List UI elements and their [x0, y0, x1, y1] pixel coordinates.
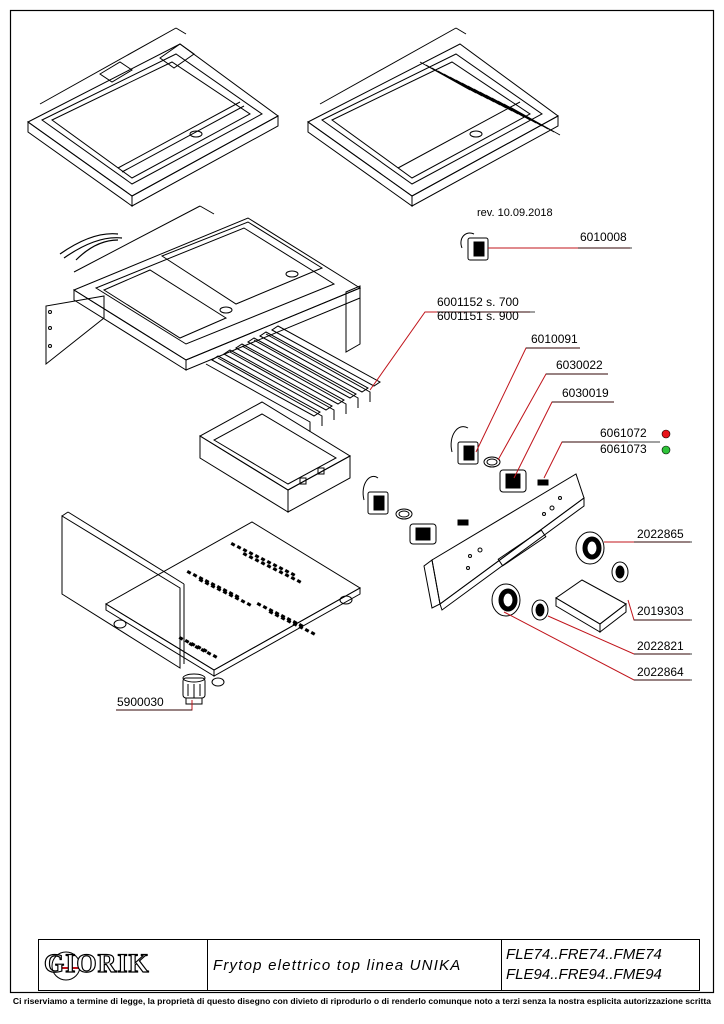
label-2022864: 2022864 [637, 665, 684, 679]
label-2022865: 2022865 [637, 527, 684, 541]
drawing-border [9, 9, 715, 994]
thermostat-duplicate [362, 476, 389, 515]
bezel-2022864 [491, 583, 521, 617]
griddle-plate-smooth [27, 27, 279, 207]
griddle-plate-ribbed [307, 27, 561, 207]
leader-lines [116, 247, 690, 711]
ring-6030022 [395, 456, 501, 520]
label-6061072: 6061072 [600, 426, 647, 440]
base-tray [61, 511, 361, 687]
giorik-logo: GIORIK [43, 948, 150, 978]
switch-6030019 [409, 469, 527, 545]
label-6030022: 6030022 [556, 358, 603, 372]
label-2022821: 2022821 [637, 639, 684, 653]
label-6010008: 6010008 [580, 230, 627, 244]
model-codes-line2: FLE94..FRE94..FME94 [506, 966, 662, 983]
heater-box [199, 401, 351, 513]
label-6061073: 6061073 [600, 442, 647, 456]
control-panel [423, 473, 585, 611]
drawing-title: Frytop elettrico top linea UNIKA [213, 957, 462, 974]
label-6010091: 6010091 [531, 332, 578, 346]
heating-elements [205, 325, 381, 432]
indicator-light [457, 479, 549, 526]
model-codes-line1: FLE74..FRE74..FME74 [506, 946, 662, 963]
label-6001152: 6001152 s. 700 [437, 295, 519, 309]
thermostat-6010008 [460, 232, 489, 261]
title-block [38, 939, 700, 991]
copyright-footer: Ci riserviamo a termine di legge, la pro… [12, 996, 712, 1006]
label-2019303: 2019303 [637, 604, 684, 618]
green-indicator-dot [661, 445, 671, 455]
drip-tray-2019303 [555, 579, 627, 634]
label-6030019: 6030019 [562, 386, 609, 400]
thermostat-6010091 [450, 426, 479, 465]
red-indicator-dot [661, 429, 671, 439]
revision-date: rev. 10.09.2018 [477, 207, 553, 219]
label-6001151: 6001151 s. 900 [437, 309, 519, 323]
knob-2022821 [531, 561, 629, 621]
label-5900030: 5900030 [117, 695, 164, 709]
top-frame-assembly [45, 205, 362, 371]
adjustable-foot [182, 673, 206, 705]
bezel-2022865 [575, 531, 605, 565]
